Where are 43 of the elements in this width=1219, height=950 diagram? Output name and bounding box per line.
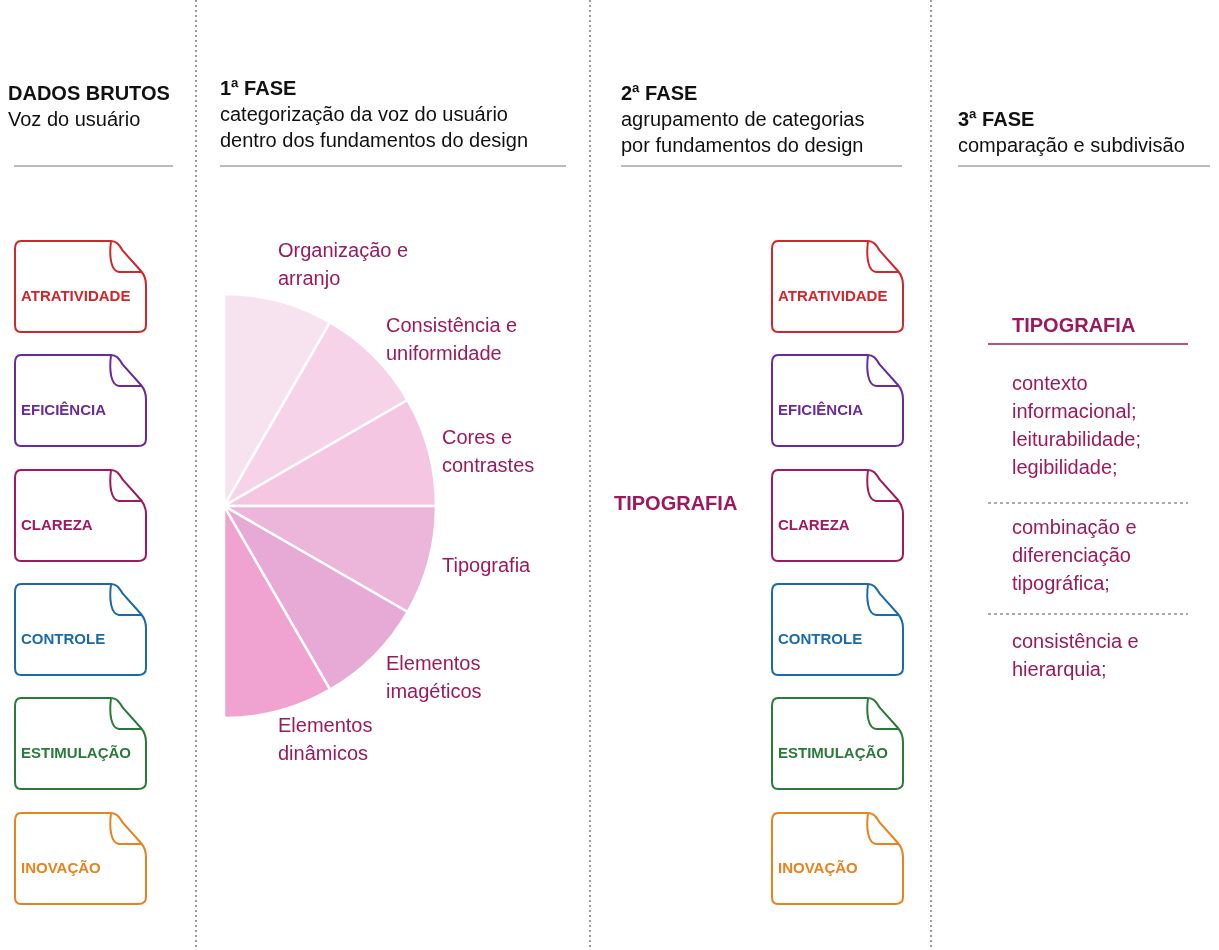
column-heading: DADOS BRUTOS — [8, 81, 171, 106]
category-label: ATRATIVIDADE — [778, 287, 888, 304]
column-heading: 3ª FASE — [958, 107, 1036, 132]
document-shape — [13, 581, 147, 676]
sector-label: Organização e arranjo — [278, 238, 410, 291]
column-subtitle: Voz do usuário — [8, 107, 142, 132]
column-heading: 2ª FASE — [621, 81, 699, 106]
document-shape — [770, 581, 904, 676]
document-shape — [13, 239, 147, 333]
document-shape — [13, 467, 147, 562]
category-label: INOVAÇÃO — [778, 858, 858, 876]
document-shape — [770, 353, 904, 448]
category-label: CONTROLE — [778, 629, 863, 647]
category-label: EFICIÊNCIA — [21, 401, 106, 419]
sector-label: Tipografia — [442, 553, 532, 578]
column-subtitle: categorização da voz do usuário dentro dos fundamentos do design — [220, 102, 529, 153]
criteria-text: consistência e hierarquia; — [1012, 629, 1140, 682]
document-shape — [770, 239, 904, 333]
document-shape — [770, 467, 904, 562]
column-subtitle: agrupamento de categorias por fundamentos do design — [621, 107, 866, 158]
category-label: INOVAÇÃO — [21, 858, 101, 876]
sector-label: Elementos imagéticos — [386, 651, 483, 704]
category-label: ESTIMULAÇÃO — [778, 744, 888, 762]
sector-label: Elementos dinâmicos — [278, 713, 374, 766]
criteria-text: combinação e diferenciação tipográfica; — [1012, 515, 1138, 596]
category-label: ATRATIVIDADE — [21, 287, 131, 304]
document-shape — [13, 810, 147, 905]
category-heading: TIPOGRAFIA — [1012, 313, 1137, 338]
document-shape — [770, 696, 904, 791]
category-label: EFICIÊNCIA — [778, 401, 863, 419]
category-label: CLAREZA — [778, 515, 850, 533]
column-subtitle: comparação e subdivisão — [958, 133, 1186, 158]
sector-label: Consistência e uniformidade — [386, 313, 519, 366]
category-label: ESTIMULAÇÃO — [21, 744, 131, 762]
sector-label: Cores e contrastes — [442, 425, 536, 478]
category-label: CONTROLE — [21, 629, 106, 647]
document-shape — [13, 696, 147, 791]
column-heading: 1ª FASE — [220, 76, 298, 101]
criteria-text: contexto informacional; leiturabilidade; legibilidade; — [1012, 371, 1142, 480]
category-heading: TIPOGRAFIA — [614, 491, 739, 516]
document-shape — [13, 353, 147, 448]
category-label: CLAREZA — [21, 515, 93, 533]
document-shape — [770, 810, 904, 905]
